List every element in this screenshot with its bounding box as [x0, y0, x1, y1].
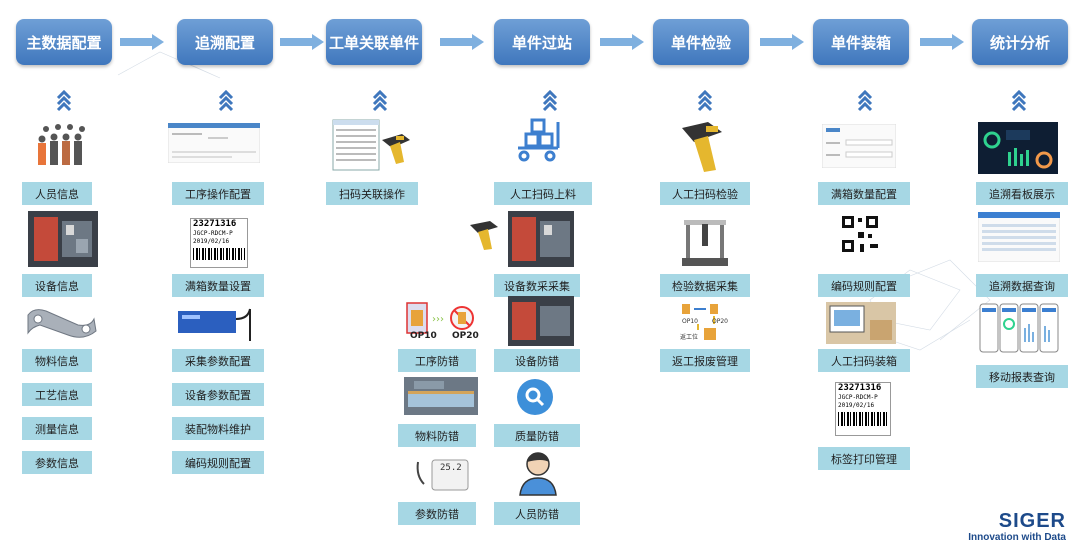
cart-boxes-icon	[518, 118, 560, 162]
label-manual-scan-inspection: 人工扫码检验	[660, 182, 750, 205]
rework-flow-illustration	[682, 304, 718, 340]
equipment-photo	[508, 296, 574, 346]
label-serial-text: 23271316	[838, 383, 882, 393]
op-b-text: OP20	[452, 331, 479, 341]
flow-arrow	[600, 34, 644, 50]
chevron-up-icon	[857, 89, 873, 112]
equipment-photo	[28, 211, 98, 267]
cmm-machine-icon	[682, 220, 728, 266]
label-equipment-data-collection: 设备数采采集	[494, 274, 580, 297]
shipping-label-image: 23271316 JGCP-RDCM-P 2019/02/16	[835, 382, 891, 436]
stage-workorder-link: 工单关联单件	[326, 19, 422, 65]
scan-link-illustration	[332, 119, 410, 171]
label-material-error-proof: 物料防错	[398, 424, 476, 447]
label-coding-rule-config-2: 编码规则配置	[818, 274, 910, 297]
person-avatar-icon	[519, 452, 557, 496]
label-equipment-error-proof: 设备防错	[494, 349, 580, 372]
rework-station-text: 返工位	[680, 334, 699, 341]
equipment-photo	[508, 211, 574, 267]
label-parameter-error-proof: 参数防错	[398, 502, 476, 525]
metal-part-photo	[27, 309, 97, 338]
label-manual-scan-feed: 人工扫码上料	[494, 182, 592, 205]
param-display-value: 25.2	[440, 463, 462, 473]
search-icon	[517, 379, 553, 415]
label-code-text: JGCP-RDCM-P	[838, 394, 878, 401]
flow-arrow	[440, 34, 484, 50]
label-label-print-mgmt: 标签打印管理	[818, 447, 910, 470]
chevron-up-icon	[372, 89, 388, 112]
dashboard-screen-screenshot	[978, 122, 1058, 174]
stage-master-data: 主数据配置	[16, 19, 112, 65]
label-parameter-info: 参数信息	[22, 451, 92, 474]
barcode-scanner-icon	[682, 122, 722, 172]
stage-inspection: 单件检验	[653, 19, 749, 65]
people-group-icon	[38, 124, 85, 165]
packing-config-screenshot	[822, 124, 896, 168]
label-process-info: 工艺信息	[22, 383, 92, 406]
label-rework-scrap-mgmt: 返工报废管理	[660, 349, 750, 372]
rework-op-a-text: OP10	[682, 318, 698, 325]
flow-arrow	[760, 34, 804, 50]
label-personnel-error-proof: 人员防错	[494, 502, 580, 525]
packing-station-photo	[826, 302, 896, 344]
label-equipment-param-config: 设备参数配置	[172, 383, 264, 406]
barcode-label-image: 23271316 JGCP-RDCM-P 2019/02/16	[190, 218, 248, 268]
label-code-text: JGCP-RDCM-P	[193, 230, 233, 237]
label-material-info: 物料信息	[22, 349, 92, 372]
op-error-proof-illustration: ›››	[406, 302, 474, 334]
chevron-up-icon	[542, 89, 558, 112]
label-equipment-info: 设备信息	[22, 274, 92, 297]
barcode-scanner-icon	[470, 221, 498, 250]
op-a-text: OP10	[410, 331, 437, 341]
label-date-text: 2019/02/16	[838, 402, 875, 409]
qr-code-icon	[840, 214, 880, 254]
rework-op-b-text: OP20	[712, 318, 728, 325]
stage-trace-config: 追溯配置	[177, 19, 273, 65]
label-process-op-config: 工序操作配置	[172, 182, 264, 205]
chevron-up-icon	[697, 89, 713, 112]
chevron-up-icon	[218, 89, 234, 112]
mobile-report-screens	[979, 303, 1059, 353]
sensor-device-icon: 25.2	[414, 458, 470, 492]
stage-packing: 单件装箱	[813, 19, 909, 65]
label-coding-rule-config: 编码规则配置	[172, 451, 264, 474]
brand-name: SIGER	[998, 510, 1066, 532]
flow-arrow	[120, 34, 164, 50]
trace-query-screenshot	[978, 212, 1060, 262]
barcode-icon	[193, 248, 245, 260]
label-personnel-info: 人员信息	[22, 182, 92, 205]
label-full-box-qty-config: 满箱数量配置	[818, 182, 910, 205]
label-quality-error-proof: 质量防错	[494, 424, 580, 447]
brand-tagline: Innovation with Data	[968, 532, 1066, 543]
label-inspection-data-collection: 检验数据采集	[660, 274, 750, 297]
stage-station-pass: 单件过站	[494, 19, 590, 65]
label-full-box-qty-setting: 满箱数量设置	[172, 274, 264, 297]
flow-arrow	[280, 34, 324, 50]
label-mobile-report-query: 移动报表查询	[976, 365, 1068, 388]
stage-statistics: 统计分析	[972, 19, 1068, 65]
barcode-icon	[838, 412, 888, 426]
label-collection-param-config: 采集参数配置	[172, 349, 264, 372]
label-scan-link-op: 扫码关联操作	[326, 182, 418, 205]
material-warehouse-photo	[404, 377, 478, 415]
label-date-text: 2019/02/16	[193, 238, 230, 245]
label-trace-data-query: 追溯数据查询	[976, 274, 1068, 297]
label-serial-text: 23271316	[193, 219, 237, 229]
label-process-error-proof: 工序防错	[398, 349, 476, 372]
chevron-up-icon	[1011, 89, 1027, 112]
brand-logo: SIGER Innovation with Data	[968, 510, 1066, 543]
software-screenshot	[168, 123, 260, 163]
label-manual-scan-packing: 人工扫码装箱	[818, 349, 910, 372]
label-measurement-info: 测量信息	[22, 417, 92, 440]
label-trace-dashboard: 追溯看板展示	[976, 182, 1068, 205]
label-assembly-material-maintenance: 装配物料维护	[172, 417, 264, 440]
data-collector-device-icon	[178, 308, 251, 341]
svg-text:›››: ›››	[432, 314, 444, 325]
flow-arrow	[920, 34, 964, 50]
chevron-up-icon	[56, 89, 72, 112]
